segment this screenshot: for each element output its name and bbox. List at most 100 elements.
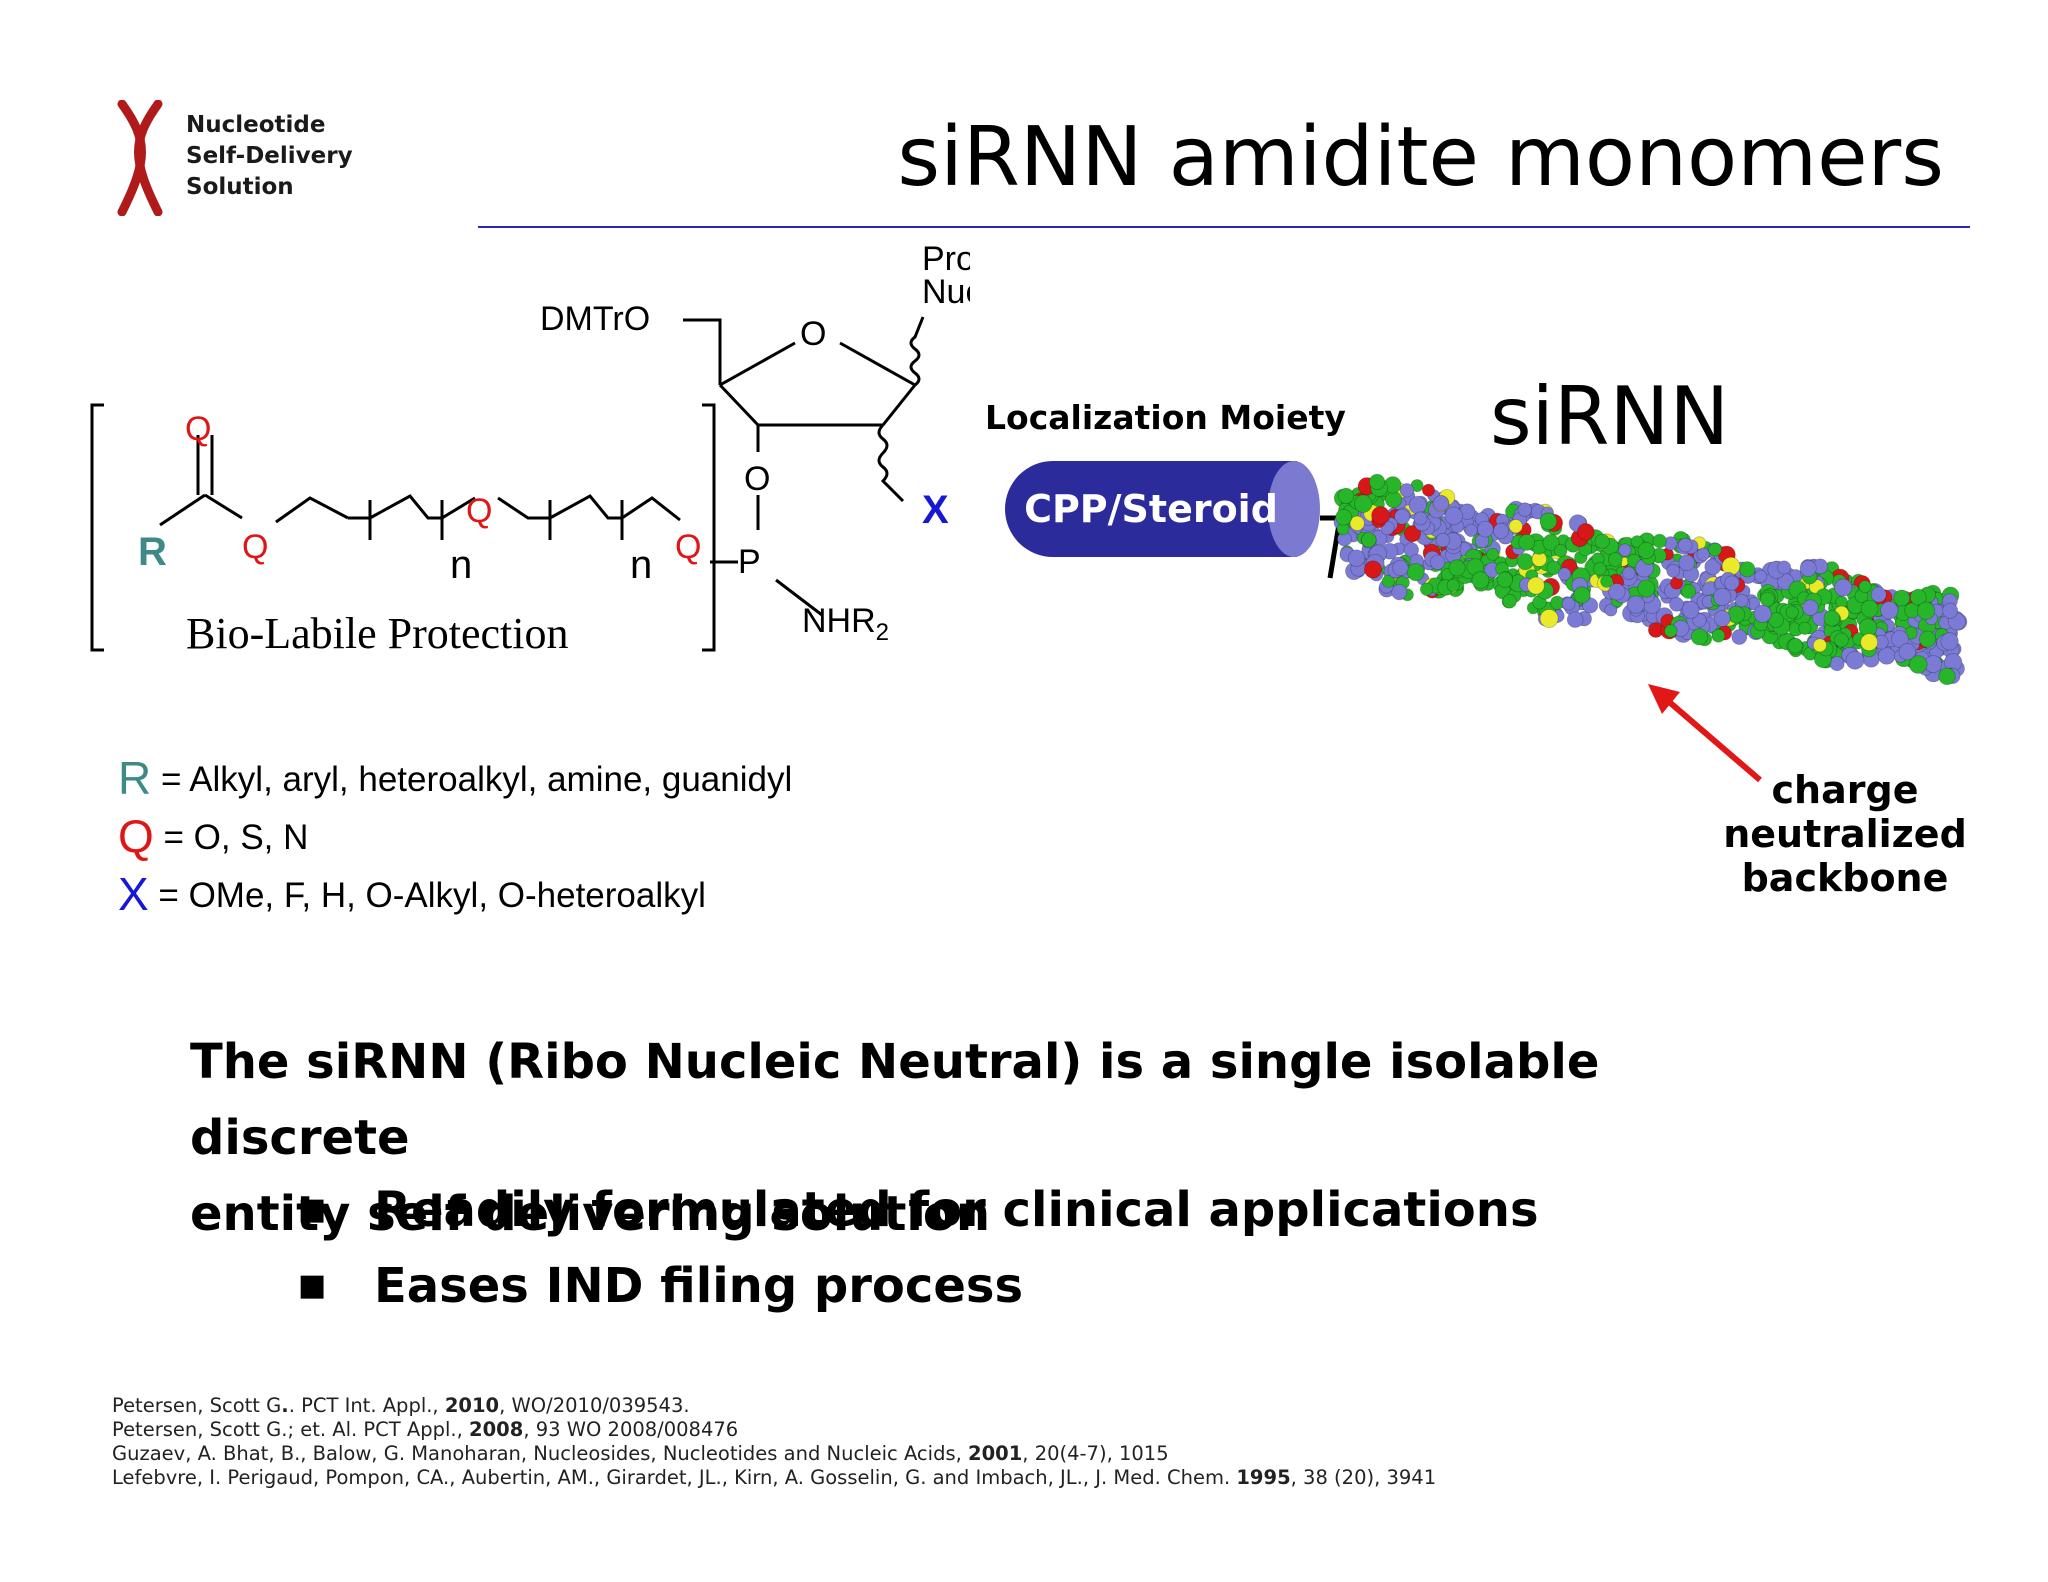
helix-atom	[1898, 642, 1917, 661]
legend-row-r: R = Alkyl, aryl, heteroalkyl, amine, gua…	[118, 752, 793, 804]
cpp-cylinder-cap	[1268, 461, 1320, 557]
helix-atom	[1731, 629, 1748, 645]
helix-atom	[1880, 601, 1899, 620]
helix-atom	[1704, 558, 1722, 576]
helix-atom	[1508, 519, 1523, 534]
helix-atom	[1858, 580, 1872, 594]
helix-atom	[1799, 559, 1817, 577]
summary-line-2: entity self delivering solution	[190, 1186, 990, 1242]
helix-atom	[1711, 628, 1726, 643]
helix-atom	[1652, 533, 1667, 549]
helix-atom	[1354, 494, 1373, 513]
helix-atom	[1754, 569, 1768, 583]
reference-1: Petersen, Scott G.. PCT Int. Appl., 2010…	[112, 1394, 690, 1417]
helix-atom	[1678, 554, 1696, 572]
helix-atom	[1444, 506, 1464, 526]
helix-atoms	[1333, 473, 1968, 686]
helix-atom	[1802, 599, 1819, 617]
helix-atom	[1893, 589, 1911, 607]
helix-atom	[1607, 552, 1623, 567]
ring-bond	[719, 341, 796, 387]
helix-atom	[1785, 605, 1799, 619]
helix-atom	[1787, 638, 1803, 654]
helix-atom	[1576, 523, 1595, 541]
helix-atom	[1860, 633, 1878, 652]
linker-oxygen-label: O	[744, 460, 770, 498]
helix-atom	[1371, 506, 1390, 525]
helix-atom	[1739, 561, 1756, 578]
helix-atom	[1360, 532, 1377, 548]
helix-atom	[1517, 502, 1533, 517]
helix-atom	[1829, 656, 1845, 672]
reference-3: Guzaev, A. Bhat, B., Balow, G. Manoharan…	[112, 1442, 1169, 1465]
helix-atom	[1492, 522, 1509, 539]
helix-atom	[1557, 567, 1572, 581]
chain-q-label: Q	[466, 492, 492, 530]
wavy-bond	[909, 316, 925, 387]
chromosome-icon	[117, 100, 163, 216]
ch2-bond	[683, 318, 722, 385]
helix-atom	[1406, 563, 1425, 582]
helix-atom	[1502, 593, 1517, 609]
helix-atom	[1823, 609, 1841, 627]
helix-atom	[1600, 574, 1614, 588]
helix-atom	[1798, 621, 1812, 635]
helix-atom	[1546, 560, 1562, 576]
legend-row-x: X = OMe, F, H, O-Alkyl, O-heteroalkyl	[118, 868, 706, 920]
sirnn-label: siRNN	[1490, 370, 1730, 463]
helix-atom	[1349, 515, 1365, 531]
helix-atom	[1759, 591, 1775, 607]
helix-atom	[1940, 632, 1959, 651]
helix-atom	[1734, 593, 1749, 608]
ester-q-label: Q	[242, 528, 268, 566]
helix-atom	[1630, 535, 1644, 549]
helix-atom	[1368, 473, 1386, 490]
helix-atom	[1812, 638, 1827, 653]
helix-atom	[1618, 543, 1632, 557]
helix-atom	[1870, 586, 1887, 603]
red-arrow-icon	[1648, 684, 1762, 783]
cpp-steroid-label: CPP/Steroid	[1024, 487, 1278, 531]
nucleobase-label: Nucleobase	[922, 273, 970, 311]
helix-atom	[1916, 601, 1936, 621]
helix-atom	[1938, 667, 1956, 686]
helix-atom	[1486, 548, 1500, 561]
helix-atom	[1432, 495, 1450, 512]
helix-atom	[1860, 599, 1879, 618]
helix-atom	[1561, 596, 1576, 611]
helix-atom	[1622, 566, 1636, 580]
logo-text: Nucleotide Self-Delivery Solution	[186, 110, 353, 203]
helix-atom	[1845, 650, 1865, 670]
helix-atom	[1664, 624, 1678, 638]
helix-atom	[1404, 525, 1422, 543]
logo-line-1: Nucleotide	[186, 112, 326, 138]
helix-atom	[1496, 571, 1514, 589]
helix-atom	[1713, 587, 1732, 606]
helix-atom	[1724, 575, 1740, 591]
helix-atom	[1391, 584, 1408, 601]
sirnn-helix-model	[1320, 473, 1968, 686]
helix-atom	[1542, 534, 1560, 552]
helix-atom	[1399, 483, 1415, 498]
terminal-q-label: Q	[675, 528, 701, 566]
page-title: siRNN amidite monomers	[897, 110, 1944, 205]
dmtro-label: DMTrO	[540, 300, 650, 338]
helix-atom	[1666, 563, 1681, 578]
helix-atom	[1539, 609, 1559, 628]
helix-atom	[1435, 532, 1451, 548]
helix-atom	[1713, 609, 1731, 627]
helix-atom	[1777, 560, 1792, 575]
summary-text: The siRNN (Ribo Nucleic Neutral) is a si…	[190, 1024, 1790, 1252]
ring-bond	[839, 341, 916, 387]
helix-atom	[1637, 541, 1655, 560]
logo-line-2: Self-Delivery	[186, 143, 353, 169]
helix-atom	[1408, 495, 1427, 515]
helix-atom	[1692, 613, 1707, 628]
helix-atom	[1394, 508, 1411, 525]
helix-atom	[1446, 578, 1460, 592]
helix-atom	[1392, 559, 1409, 577]
helix-atom	[1677, 537, 1693, 553]
bullet-item: ■Readily formulated for clinical applica…	[298, 1172, 1539, 1248]
helix-atom	[1471, 571, 1490, 590]
helix-atom	[1834, 578, 1853, 597]
